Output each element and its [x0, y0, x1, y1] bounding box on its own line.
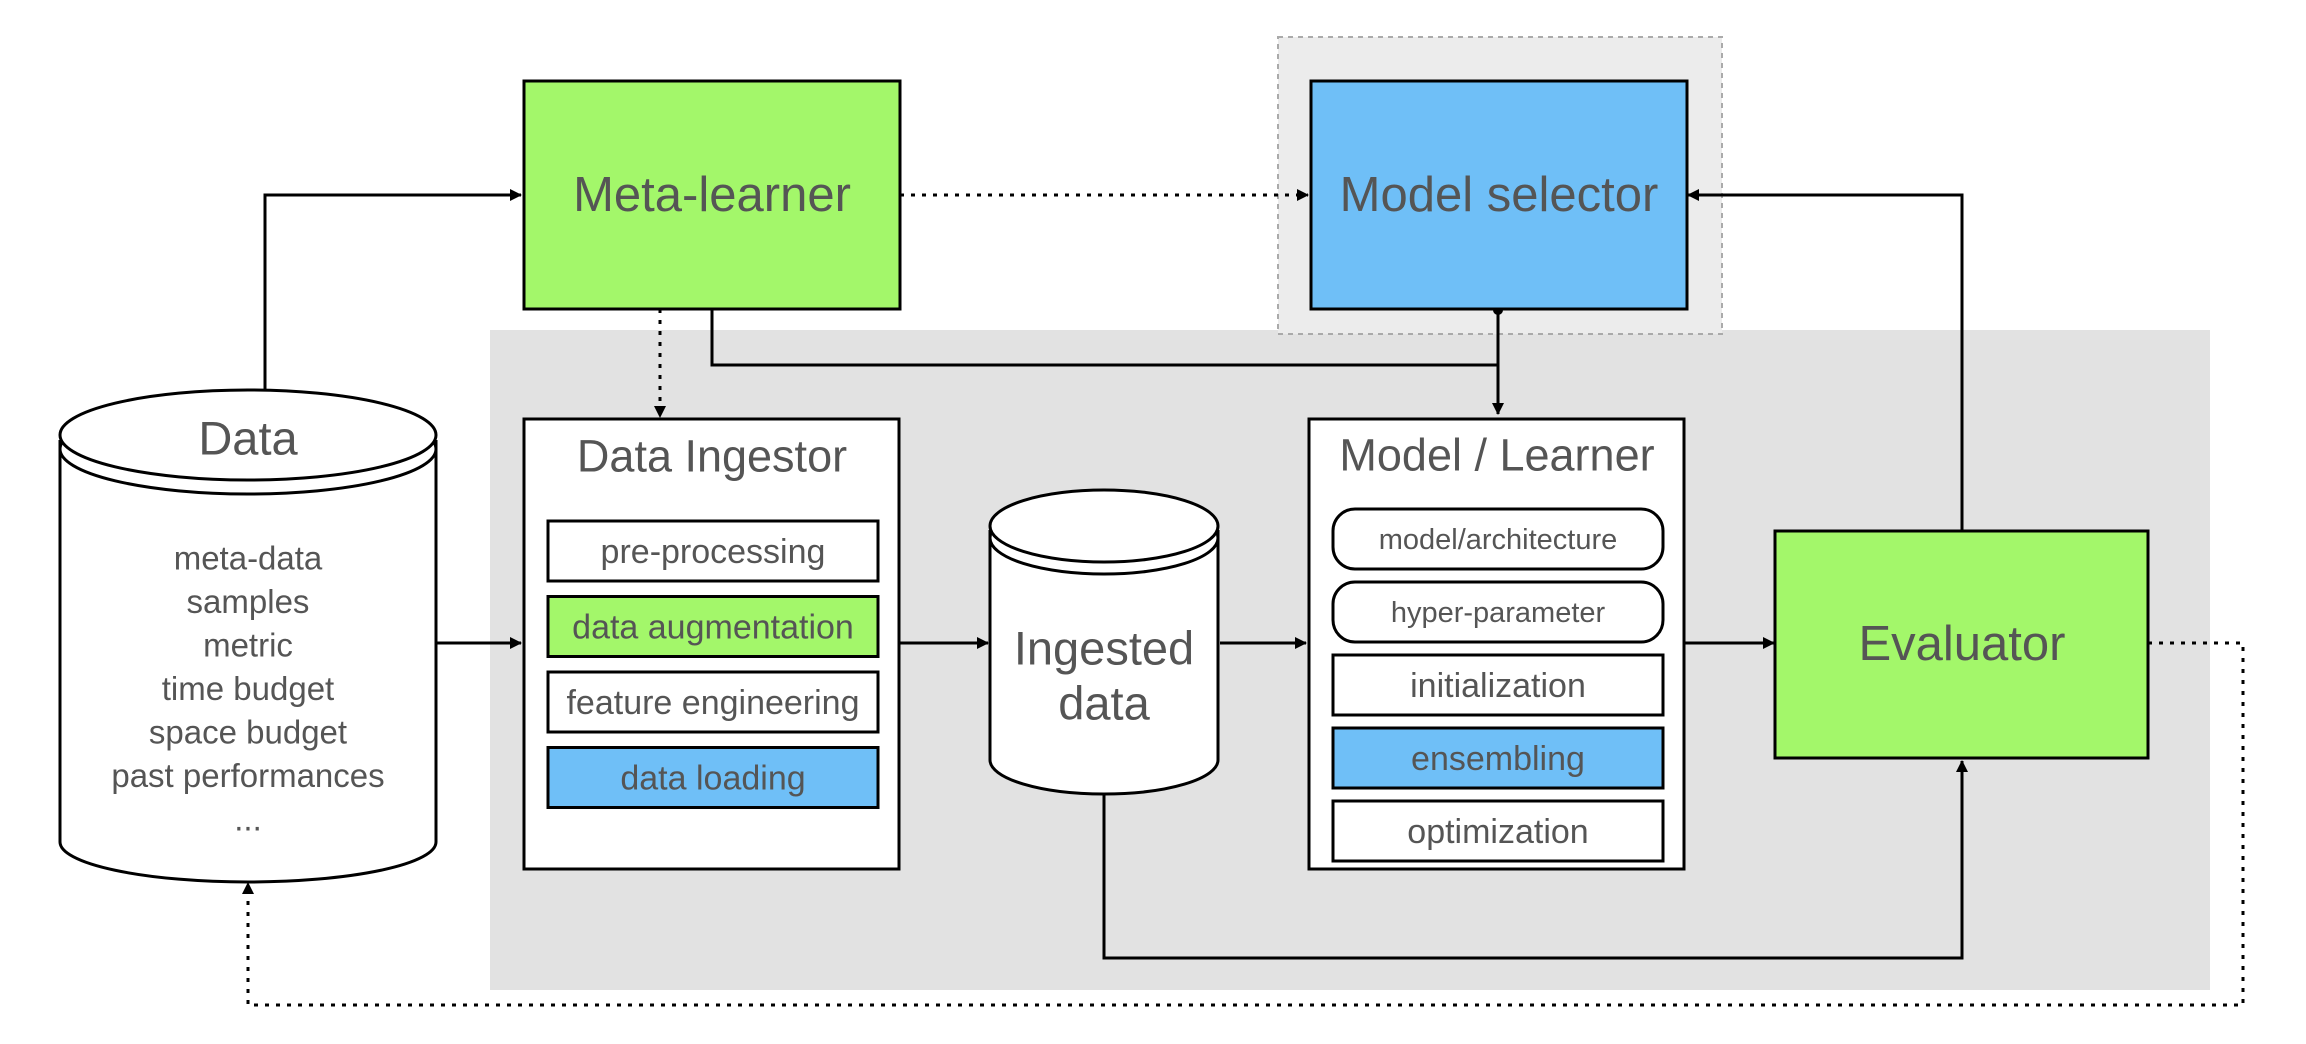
data-attribute-meta-data: meta-data [174, 540, 323, 577]
model-selector-label: Model selector [1340, 168, 1659, 222]
data-attribute-metric: metric [203, 627, 293, 664]
data-cylinder-body [58, 440, 438, 884]
learner-component-model-architecture: model/architecture [1379, 524, 1618, 556]
learner-component-box-hyper-parameter [1331, 580, 1665, 644]
learner-component-box-model-architecture [1331, 507, 1665, 571]
ingestor-step-feature-engineering: feature engineering [566, 684, 859, 722]
learner-component-box-optimization [1331, 799, 1665, 863]
data-store-cylinder: Data meta-data samples metric time budget sp… [58, 388, 438, 884]
learner-component-box-ensembling [1331, 726, 1665, 790]
ingested-data-label-line2: data [1058, 677, 1150, 730]
data-ingestor-node: Data Ingestor pre-processing data augment… [522, 417, 901, 871]
ingestor-step-data-augmentation: data augmentation [572, 609, 854, 647]
meta-learner-box [522, 79, 902, 311]
data-cylinder-top [58, 388, 438, 482]
meta-learner-label: Meta-learner [573, 168, 851, 222]
ingested-cylinder-body [988, 530, 1220, 796]
model-learner-title: Model / Learner [1339, 430, 1654, 481]
model-learner-components: model/architecture hyper-parameter initial… [1331, 507, 1665, 863]
ingested-cylinder-top [988, 488, 1220, 564]
ingested-data-to-evaluator-arrow [1102, 760, 1968, 960]
meta-learner-to-model-learner-line [710, 309, 1498, 367]
learner-component-initialization: initialization [1410, 667, 1586, 705]
ingestor-step-box-feature-engineering [546, 670, 880, 734]
evaluator-node: Evaluator [1773, 529, 2150, 760]
data-attribute-time-budget: time budget [162, 670, 334, 707]
meta-learner-node: Meta-learner [522, 79, 902, 311]
ingestor-step-data-loading: data loading [620, 760, 805, 798]
ingestor-step-box-data-loading [546, 746, 880, 809]
ingestor-step-box-pre-processing [546, 519, 880, 583]
learner-component-box-initialization [1331, 653, 1665, 717]
data-attribute-samples: samples [187, 583, 310, 620]
data-attribute-ellipsis: ... [234, 801, 262, 838]
learner-component-hyper-parameter: hyper-parameter [1391, 597, 1606, 629]
ingestor-step-box-data-augmentation [546, 595, 880, 658]
data-attribute-space-budget: space budget [149, 714, 347, 751]
evaluator-box [1773, 529, 2150, 760]
ingested-data-label-line1: Ingested [1014, 622, 1194, 675]
data-store-attributes: meta-data samples metric time budget space b… [111, 540, 384, 838]
model-selector-box [1309, 79, 1689, 311]
ingestor-step-pre-processing: pre-processing [601, 533, 826, 571]
evaluator-label: Evaluator [1858, 617, 2065, 671]
learner-component-optimization: optimization [1407, 813, 1588, 851]
data-store-title: Data [198, 412, 298, 465]
data-ingestor-steps: pre-processing data augmentation feature e… [546, 519, 880, 809]
data-to-meta-learner-arrow [263, 189, 522, 428]
ingested-data-cylinder: Ingested data [988, 488, 1220, 796]
learner-component-ensembling: ensembling [1411, 740, 1585, 778]
model-learner-node: Model / Learner model/architecture hyper-… [1307, 417, 1686, 871]
model-learner-box [1307, 417, 1686, 871]
data-ingestor-title: Data Ingestor [577, 431, 847, 482]
data-attribute-past-performances: past performances [111, 757, 384, 794]
evaluator-to-model-selector-arrow [1687, 189, 1964, 531]
model-selector-node: Model selector [1309, 79, 1689, 311]
